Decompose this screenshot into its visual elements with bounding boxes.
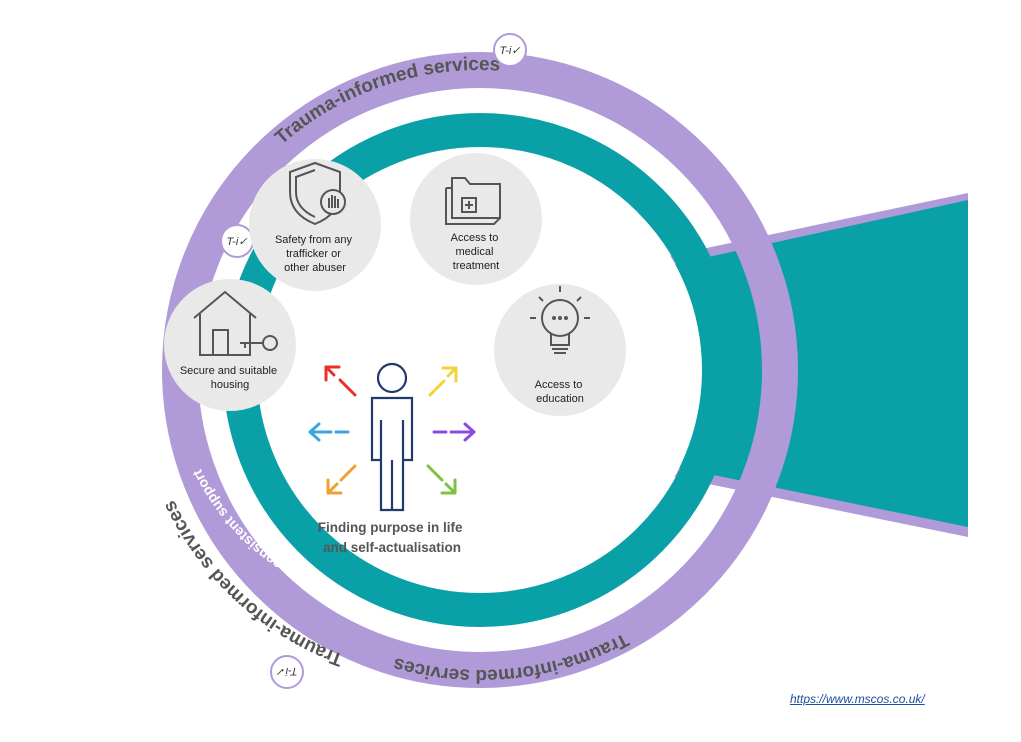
shield-hand-icon: [289, 161, 346, 226]
svg-text:Safety from any traffick: Safety from any trafficker or other abus…: [275, 234, 355, 274]
person-icon: [370, 362, 414, 512]
center-label: Finding purpose in life and self-actuali…: [318, 520, 467, 555]
badge-bottom: T-i✓: [270, 655, 304, 689]
svg-text:T-i✓: T-i✓: [226, 236, 248, 248]
node-safety: Safety from any trafficker or other abus…: [249, 159, 381, 291]
svg-text:T-i✓: T-i✓: [276, 665, 298, 677]
arrow-up-left: [324, 365, 357, 397]
arrows: [308, 365, 476, 495]
lightbulb-icon: [530, 286, 590, 354]
source-url-link[interactable]: https://www.mscos.co.uk/: [790, 692, 925, 706]
funnel-purple-edge: [640, 193, 968, 272]
svg-text:Secure and suitable hous: Secure and suitable housing: [180, 365, 280, 391]
house-key-icon: [193, 290, 278, 356]
node-medical: Access to medical treatment: [410, 153, 542, 285]
node-education: Access to education: [494, 284, 626, 416]
arrow-down-left: [326, 464, 357, 495]
funnel-purple-edge-bottom: [640, 460, 968, 537]
badge-left: T-i✓: [220, 224, 254, 258]
badge-top: T-i✓: [493, 33, 527, 67]
arrow-left: [308, 422, 350, 442]
svg-text:Access to education: Access to education: [535, 379, 586, 405]
arrow-up-right: [428, 366, 458, 397]
medical-folder-icon: [445, 177, 501, 225]
svg-text:T-i✓: T-i✓: [499, 45, 521, 57]
svg-text:Access to medical: Access to medical treatment: [451, 232, 502, 272]
node-housing: Secure and suitable housing: [164, 279, 296, 411]
arrow-right: [432, 422, 476, 442]
arrow-down-right: [426, 464, 457, 495]
